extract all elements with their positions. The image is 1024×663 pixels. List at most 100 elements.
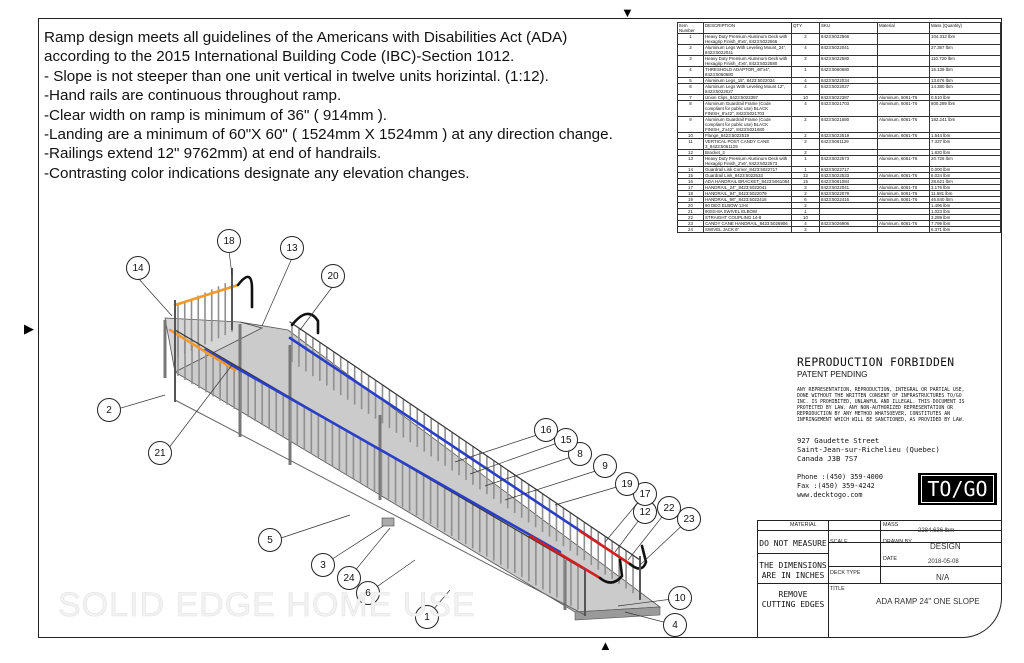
title-block-rule xyxy=(757,530,1002,531)
back-handrail-red xyxy=(578,529,632,566)
phone-number: Phone :(450) 359-4000 xyxy=(797,473,883,481)
callout-bubble: 20 xyxy=(321,264,345,288)
do-not-measure-note: DO NOT MEASURE xyxy=(759,539,827,548)
callout-bubble: 23 xyxy=(677,507,701,531)
ramp-end-plate xyxy=(574,606,661,621)
deck-type-value: N/A xyxy=(936,573,950,582)
design-notes: Ramp design meets all guidelines of the … xyxy=(44,28,634,183)
fax-number: Fax :(450) 359-4242 xyxy=(797,482,875,490)
date-value: 2018-05-08 xyxy=(928,559,959,565)
dimensions-note: THE DIMENSIONS ARE IN INCHES xyxy=(759,561,827,581)
bom-cell: 6.371 lbm xyxy=(929,226,1001,233)
note-line: -Railings extend 12" 9762mm) at end of h… xyxy=(44,145,382,163)
callout-bubble: 2 xyxy=(97,398,121,422)
bill-of-materials-table: Item Number DESCRIPTION QTY SKU Material… xyxy=(677,22,1001,233)
bottom-center-mark-icon: ▲ xyxy=(599,638,612,653)
notice-subtitle: PATENT PENDING xyxy=(797,370,868,379)
company-address: 927 Gaudette Street Saint-Jean-sur-Riche… xyxy=(797,436,997,463)
title-block-rule xyxy=(757,553,828,554)
remove-edges-note: REMOVE CUTTING EDGES xyxy=(759,590,827,610)
note-line: - Slope is not steeper than one unit ver… xyxy=(44,67,549,85)
swivel-jack xyxy=(381,517,395,527)
back-top-rail xyxy=(289,321,641,561)
callout-bubble: 9 xyxy=(593,454,617,478)
candy-cane-back xyxy=(290,312,320,335)
note-line: -Landing are a minimum of 60"X 60" ( 152… xyxy=(44,126,613,144)
callout-bubble: 6 xyxy=(356,581,380,605)
notice-block: REPRODUCTION FORBIDDEN PATENT PENDING AN… xyxy=(797,355,997,500)
front-handrail-red xyxy=(528,534,602,580)
drawing-title: ADA RAMP 24" ONE SLOPE xyxy=(876,597,980,606)
guardrail-balusters xyxy=(177,280,641,614)
address-line: Canada J3B 7S7 xyxy=(797,454,858,463)
note-line: Ramp design meets all guidelines of the … xyxy=(44,29,568,66)
callout-bubble: 10 xyxy=(668,586,692,610)
callout-bubble: 3 xyxy=(311,553,335,577)
top-center-mark-icon: ▼ xyxy=(621,5,634,20)
callout-bubble: 19 xyxy=(615,472,639,496)
callout-bubble: 13 xyxy=(280,236,304,260)
back-handrail-blue xyxy=(288,336,602,546)
title-label: TITLE xyxy=(830,586,845,592)
title-block-rule xyxy=(757,583,828,584)
date-label: DATE xyxy=(883,556,897,562)
drawn-by-value: DESIGN xyxy=(930,542,961,551)
dimensions-line: ARE IN INCHES xyxy=(761,571,825,580)
callout-bubble: 5 xyxy=(258,528,282,552)
note-line: -Contrasting color indications designate… xyxy=(44,164,470,182)
mass-label: MASS xyxy=(883,522,899,528)
callout-bubble: 14 xyxy=(126,256,150,280)
callout-bubble: 18 xyxy=(217,229,241,253)
title-block-rule xyxy=(880,520,881,583)
platform-handrail-orange xyxy=(173,283,240,307)
material-label: MATERIAL xyxy=(790,522,817,528)
platform-side-handrail-orange xyxy=(168,328,237,372)
notice-title: REPRODUCTION FORBIDDEN xyxy=(797,355,955,369)
bom-cell: Aluminum Guardrail Frame (Code compliant… xyxy=(703,100,792,117)
title-block-rule xyxy=(828,542,1002,543)
togo-logo: TO/GO xyxy=(918,473,997,505)
title-block-rule xyxy=(828,520,829,638)
remove-line: REMOVE xyxy=(778,590,808,599)
ramp-deck xyxy=(174,321,662,613)
drawn-by-label: DRAWN BY xyxy=(883,539,912,545)
callout-bubble: 16 xyxy=(534,418,558,442)
note-line: -Clear width on ramp is minimum of 36" (… xyxy=(44,106,387,124)
title-block xyxy=(757,520,1002,638)
watermark: SOLID EDGE HOME USE xyxy=(58,586,476,625)
title-block-rule xyxy=(828,566,1002,567)
website: www.decktogo.com xyxy=(797,491,863,499)
title-block-rule xyxy=(828,583,1002,584)
bom-cell: Aluminum Guardrail Frame (Code compliant… xyxy=(703,116,792,133)
rail-posts xyxy=(174,268,641,616)
notice-legal-text: ANY REPRESENTATION, REPRODUCTION, INTEGR… xyxy=(797,388,965,423)
address-line: 927 Gaudette Street xyxy=(797,436,880,445)
drawing-border xyxy=(38,18,1002,638)
left-center-mark-icon: ▶ xyxy=(24,321,34,336)
remove-line: CUTTING EDGES xyxy=(761,600,825,609)
candy-cane-front xyxy=(598,558,624,584)
address-line: Saint-Jean-sur-Richelieu (Quebec) xyxy=(797,445,940,454)
scale-label: SCALE xyxy=(830,539,848,545)
company-contact: Phone :(450) 359-4000 Fax :(450) 359-424… xyxy=(797,473,997,500)
callout-bubble: 24 xyxy=(337,566,361,590)
callout-bubble: 4 xyxy=(663,613,687,637)
mass-value: 2284.636 lbm xyxy=(918,528,955,534)
callout-bubble: 1 xyxy=(415,605,439,629)
front-handrail-blue xyxy=(203,348,562,554)
front-bottom-rail xyxy=(174,399,586,616)
candy-cane-top xyxy=(236,275,254,309)
callout-bubble: 21 xyxy=(148,441,172,465)
handrails xyxy=(168,275,648,616)
